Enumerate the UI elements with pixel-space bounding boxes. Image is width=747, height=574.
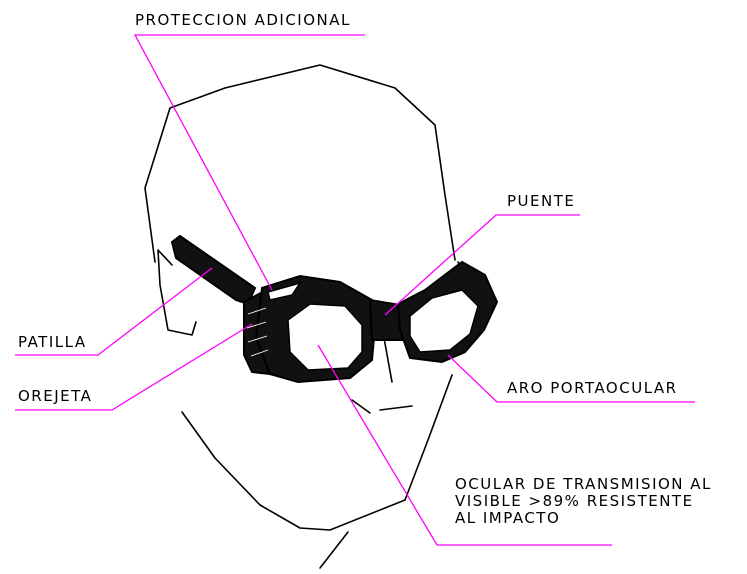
leader-proteccion bbox=[135, 35, 365, 290]
label-ocular: OCULAR DE TRANSMISION AL VISIBLE >89% RE… bbox=[455, 476, 712, 527]
label-aro-portaocular: ARO PORTAOCULAR bbox=[507, 380, 678, 397]
label-proteccion-adicional: PROTECCION ADICIONAL bbox=[135, 12, 351, 29]
temple-arm bbox=[172, 236, 255, 304]
label-ocular-line-3: AL IMPACTO bbox=[455, 510, 712, 527]
left-lens bbox=[288, 304, 362, 370]
label-ocular-line-1: OCULAR DE TRANSMISION AL bbox=[455, 476, 712, 493]
label-ocular-line-2: VISIBLE >89% RESISTENTE bbox=[455, 493, 712, 510]
label-puente: PUENTE bbox=[507, 193, 575, 210]
label-patilla: PATILLA bbox=[18, 334, 87, 351]
label-orejeta: OREJETA bbox=[18, 388, 92, 405]
